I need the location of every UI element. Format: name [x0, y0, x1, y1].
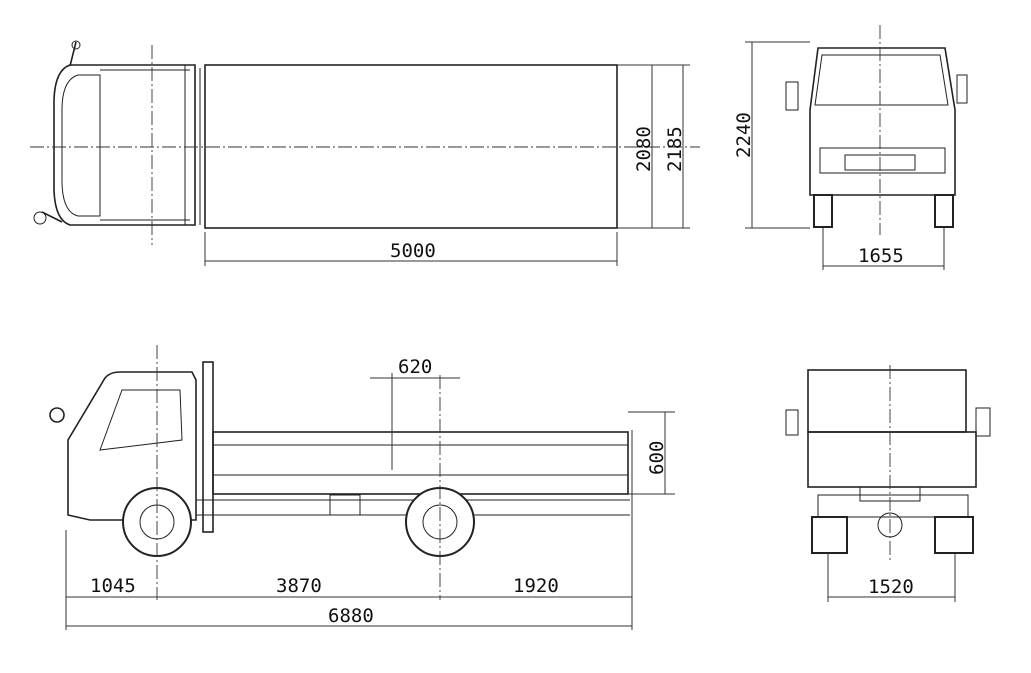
rear-view	[785, 365, 991, 602]
dim-front-track: 1655	[858, 245, 904, 267]
dim-deck-width-inner: 2080	[633, 126, 655, 172]
dim-wheelbase: 3870	[276, 575, 322, 597]
dim-deck-width-outer: 2185	[664, 126, 686, 172]
top-view	[30, 40, 700, 266]
dim-deck-length: 5000	[390, 240, 436, 262]
dim-gate-offset: 620	[398, 356, 432, 378]
dim-overall-length: 6880	[328, 605, 374, 627]
dim-height: 2240	[733, 112, 755, 158]
side-view	[49, 345, 675, 630]
dim-gate-height: 600	[646, 441, 668, 475]
dim-rear-overhang: 1920	[513, 575, 559, 597]
dim-rear-track: 1520	[868, 576, 914, 598]
front-view	[745, 25, 968, 270]
dim-front-overhang: 1045	[90, 575, 136, 597]
